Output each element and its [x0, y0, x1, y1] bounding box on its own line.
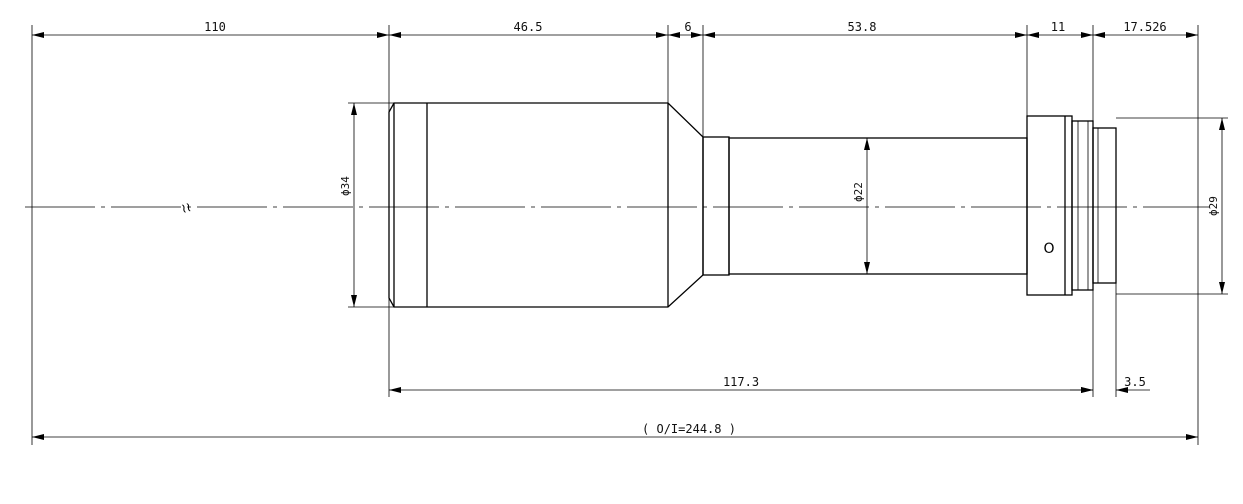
front-barrel-outline	[388, 102, 704, 308]
set-screw-mark: O	[1043, 241, 1054, 257]
axis-break-mark: ≀≀	[180, 200, 193, 217]
dim-3-5: 3.5	[1124, 375, 1146, 389]
top-dimension-chain: 110 46.5 6 53.8 11 17.526	[32, 20, 1198, 38]
lens-body: O	[388, 102, 1117, 308]
extension-lines	[31, 25, 1228, 445]
dim-6: 6	[684, 20, 691, 34]
dim-17-526: 17.526	[1123, 20, 1166, 34]
dim-phi34: ϕ34	[339, 176, 352, 196]
neck-section	[702, 136, 730, 276]
lower-dimensions: 117.3 3.5 ( O/I=244.8 )	[32, 375, 1198, 440]
middle-tube	[728, 137, 1028, 275]
dim-phi29: ϕ29	[1207, 196, 1220, 216]
dim-53-8: 53.8	[848, 20, 877, 34]
diameter-dimensions: ϕ34 ϕ22 ϕ29	[339, 103, 1225, 307]
dim-110: 110	[204, 20, 226, 34]
mount-ring	[1071, 120, 1094, 291]
dim-117-3: 117.3	[723, 375, 759, 389]
dim-total-length: ( O/I=244.8 )	[642, 422, 736, 436]
mount-thread	[1092, 127, 1117, 284]
dim-11: 11	[1051, 20, 1065, 34]
dim-phi22: ϕ22	[852, 182, 865, 202]
dim-46-5: 46.5	[514, 20, 543, 34]
